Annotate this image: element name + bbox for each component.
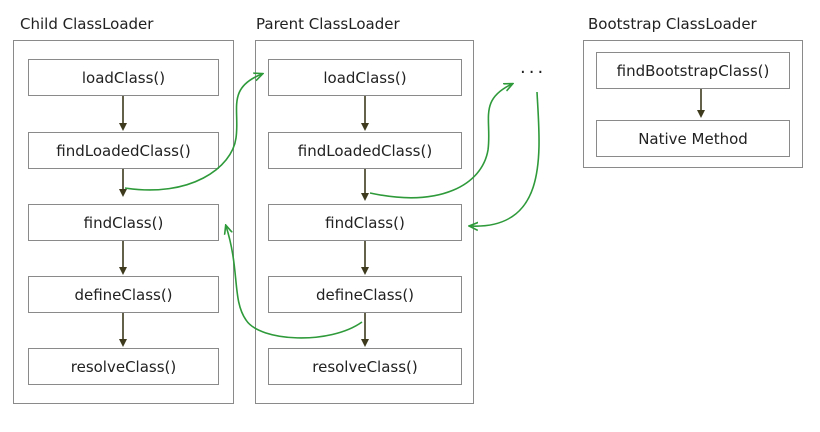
bootstrap-native-method-box: Native Method: [596, 120, 790, 157]
parent-findloadedclass-box: findLoadedClass(): [268, 132, 462, 169]
parent-resolveclass-box: resolveClass(): [268, 348, 462, 385]
child-classloader-title: Child ClassLoader: [20, 15, 154, 33]
child-classloader-container: [13, 40, 234, 404]
child-findclass-box: findClass(): [28, 204, 219, 241]
bootstrap-findbootstrapclass-box: findBootstrapClass(): [596, 52, 790, 89]
child-resolveclass-box: resolveClass(): [28, 348, 219, 385]
return-to-parent-findclass-arrow: [470, 91, 540, 226]
parent-findclass-box: findClass(): [268, 204, 462, 241]
child-defineclass-box: defineClass(): [28, 276, 219, 313]
ellipsis-more-loaders: ···: [520, 62, 547, 83]
parent-classloader-title: Parent ClassLoader: [256, 15, 400, 33]
child-loadclass-box: loadClass(): [28, 59, 219, 96]
parent-loadclass-box: loadClass(): [268, 59, 462, 96]
parent-defineclass-box: defineClass(): [268, 276, 462, 313]
child-findloadedclass-box: findLoadedClass(): [28, 132, 219, 169]
bootstrap-classloader-title: Bootstrap ClassLoader: [588, 15, 757, 33]
bootstrap-classloader-container: [583, 40, 803, 168]
